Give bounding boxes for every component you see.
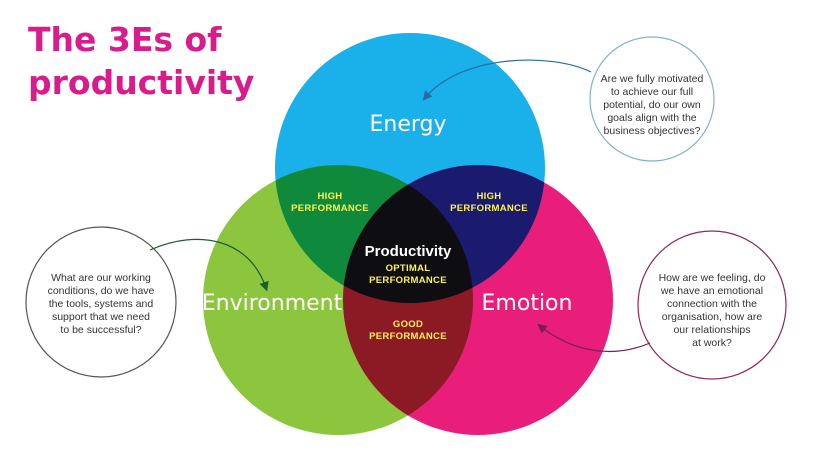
energy-note-line: business objectives? [604,125,701,137]
energy-note-bubble [589,36,715,162]
emotion-note-line: at work? [692,337,732,349]
environment-note-line: What are our working [51,272,151,284]
energy-environment-label-1: HIGH [318,191,343,202]
energy-note-text: Are we fully motivated to achieve our fu… [601,73,704,137]
energy-connector-arrow [422,59,592,101]
emotion-note-line: organisation, how are [662,311,763,323]
emotion-note-line: connection with the [667,298,757,310]
energy-environment-label-2: PERFORMANCE [291,203,369,214]
center-label-1: OPTIMAL [386,263,431,274]
environment-note-line: to be successful? [60,324,141,336]
environment-emotion-label-1: GOOD [393,319,423,330]
emotion-label: Emotion [482,291,573,316]
emotion-note-line: we have an emotional [660,285,763,297]
energy-note-line: to achieve our full [611,86,693,98]
environment-note-bubble [25,226,177,378]
environment-note-text: What are our working conditions, do we h… [48,272,155,336]
environment-emotion-label-2: PERFORMANCE [369,331,447,342]
energy-note-line: goals align with the [607,112,696,124]
center-overlap [343,165,473,303]
environment-note-line: conditions, do we have [48,285,155,297]
energy-emotion-label-2: PERFORMANCE [450,203,528,214]
energy-note-line: potential, do our own [603,99,701,111]
title-line-1: The 3Es of [28,20,222,59]
title-line-2: productivity [28,63,255,102]
center-label-2: PERFORMANCE [369,275,447,286]
energy-note-line: Are we fully motivated [601,73,704,85]
environment-connector-arrow [149,238,269,292]
environment-note-line: the tools, systems and [49,298,154,310]
energy-label: Energy [369,112,446,137]
emotion-connector-arrow [537,323,651,353]
emotion-note-line: our relationships [673,324,750,336]
page-title: The 3Es of productivity [28,18,254,104]
center-title: Productivity [365,243,452,260]
emotion-note-text: How are we feeling, do we have an emotio… [659,272,766,349]
environment-label: Environment [202,291,343,316]
emotion-note-bubble [637,230,787,380]
energy-emotion-label-1: HIGH [477,191,502,202]
environment-note-line: support that we need [52,311,150,323]
emotion-note-line: How are we feeling, do [659,272,766,284]
